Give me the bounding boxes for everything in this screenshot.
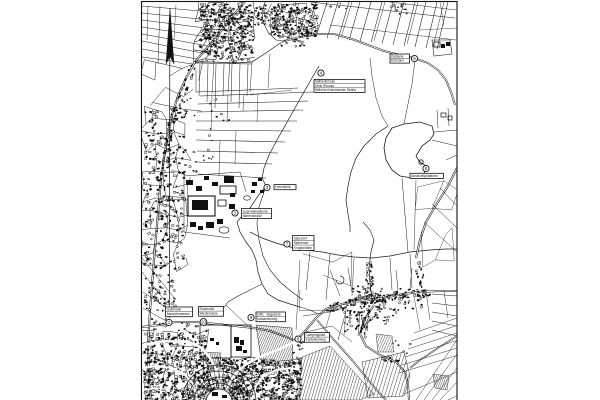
svg-text:10: 10 (201, 320, 207, 325)
svg-text:Holzmühle: Holzmühle (275, 185, 291, 189)
svg-text:Ruderclub: Ruderclub (200, 307, 215, 311)
svg-text:Goldmarie: Goldmarie (167, 308, 182, 312)
svg-text:Mühlenbrücke: Mühlenbrücke (315, 80, 335, 84)
svg-text:Kastanienweg: Kastanienweg (257, 317, 277, 321)
svg-text:Kastanienweg: Kastanienweg (306, 338, 326, 342)
svg-text:Aussichtsplattform: Aussichtsplattform (411, 174, 438, 178)
svg-text:Erdmann: Erdmann (391, 59, 404, 63)
svg-text:7: 7 (286, 242, 289, 247)
svg-text:DAK - Segelclub: DAK - Segelclub (257, 313, 281, 317)
svg-text:Spitzenort: Spitzenort (294, 241, 309, 245)
svg-text:Wilhelm-Kratzmacher-Straße: Wilhelm-Kratzmacher-Straße (315, 88, 356, 92)
svg-text:Jugendakademie: Jugendakademie (243, 209, 268, 213)
svg-text:9: 9 (250, 315, 253, 320)
svg-text:Marienstraße: Marienstraße (243, 214, 263, 218)
svg-text:6: 6 (425, 166, 428, 171)
svg-text:4: 4 (320, 71, 323, 76)
svg-text:Klein Rönnau: Klein Rönnau (315, 84, 334, 88)
svg-text:3: 3 (266, 185, 269, 190)
svg-text:Kastanie: Kastanie (391, 54, 404, 58)
svg-text:Backofenwiesen: Backofenwiesen (167, 312, 190, 316)
svg-text:Krugwedden: Krugwedden (294, 246, 313, 250)
svg-text:Stipsdorf: Stipsdorf (294, 236, 307, 240)
svg-text:2: 2 (234, 211, 237, 216)
svg-text:1: 1 (168, 320, 171, 325)
svg-text:Westerwiese: Westerwiese (200, 312, 218, 316)
svg-text:8: 8 (297, 337, 300, 342)
svg-text:Campingplatz: Campingplatz (306, 333, 326, 337)
svg-text:5: 5 (413, 56, 416, 61)
